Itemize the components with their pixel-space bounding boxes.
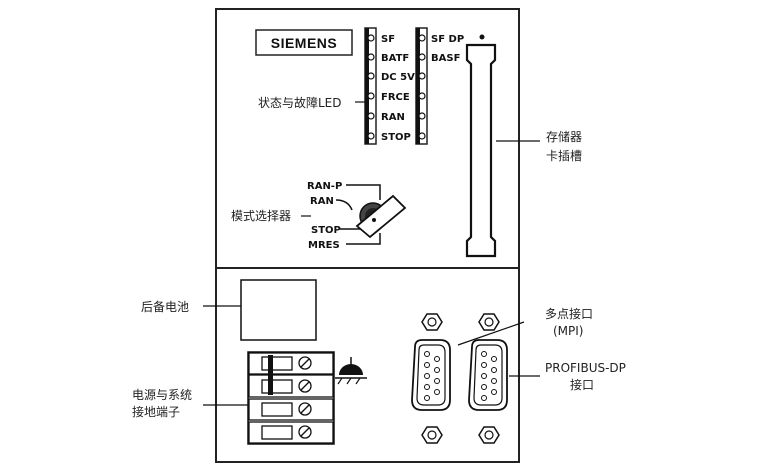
led-basf xyxy=(418,53,426,61)
callout-memory-slot: 卡插槽 xyxy=(546,149,582,163)
callout-mode-selector: 模式选择器 xyxy=(231,209,291,223)
callout-status-leds: 状态与故障LED xyxy=(258,95,342,110)
led-stop xyxy=(367,132,375,140)
mode-position-label: RAN-P xyxy=(307,181,342,192)
switch-lever xyxy=(355,194,407,239)
hex-screw-icon xyxy=(478,313,500,331)
led-sf xyxy=(367,34,375,42)
terminal-row xyxy=(248,352,334,375)
callout-power-terminal: 接地端子 xyxy=(132,404,180,419)
terminal-row xyxy=(248,374,334,398)
led-label: FRCE xyxy=(381,92,410,103)
hex-screw-icon xyxy=(421,313,443,331)
callout-profibus: 接口 xyxy=(570,377,594,392)
led-sf-dp xyxy=(418,34,426,42)
led-label: RAN xyxy=(381,112,405,123)
led-label: DC 5V xyxy=(381,72,415,83)
led-column-left: SF BATF DC 5V FRCE RAN STOP xyxy=(364,27,415,145)
slot-dot xyxy=(479,34,485,40)
led-blank xyxy=(418,92,426,100)
led-blank xyxy=(418,132,426,140)
led-label: SF xyxy=(381,34,395,45)
callout-profibus: PROFIBUS-DP xyxy=(545,361,626,375)
mode-position-label: MRES xyxy=(308,240,340,251)
power-terminal-block xyxy=(247,351,335,445)
jumper-bar xyxy=(268,355,273,395)
led-label: STOP xyxy=(381,132,411,143)
memory-card-slot xyxy=(465,34,497,258)
led-dc5v xyxy=(367,72,375,80)
led-batf xyxy=(367,53,375,61)
mode-position-label: RAN xyxy=(310,196,334,207)
terminal-row xyxy=(248,421,334,444)
mode-selector-switch: RAN-P RAN STOP MRES xyxy=(307,181,407,251)
mode-position-label: STOP xyxy=(311,225,341,236)
callout-power-terminal: 电源与系统 xyxy=(132,388,192,402)
callout-mpi: 多点接口 xyxy=(545,306,593,321)
profibus-connector xyxy=(468,339,508,411)
ground-icon xyxy=(335,357,367,385)
led-blank xyxy=(418,72,426,80)
leader-mpi xyxy=(457,321,525,346)
led-label: BASF xyxy=(431,53,460,64)
led-ran xyxy=(367,112,375,120)
mpi-connector xyxy=(411,339,451,411)
backup-battery-compartment xyxy=(240,279,317,341)
led-frce xyxy=(367,92,375,100)
led-blank xyxy=(418,112,426,120)
led-label: SF DP xyxy=(431,34,464,45)
callout-mpi: (MPI) xyxy=(553,324,584,338)
hex-screw-icon xyxy=(478,426,500,444)
led-column-right: SF DP BASF xyxy=(415,27,464,145)
terminal-row xyxy=(248,398,334,421)
hex-screw-icon xyxy=(421,426,443,444)
callout-backup-battery: 后备电池 xyxy=(141,300,189,314)
led-label: BATF xyxy=(381,53,409,64)
callout-memory-slot: 存储器 xyxy=(546,129,582,144)
siemens-logo: SIEMENS xyxy=(255,29,353,56)
brand-text: SIEMENS xyxy=(271,35,338,51)
